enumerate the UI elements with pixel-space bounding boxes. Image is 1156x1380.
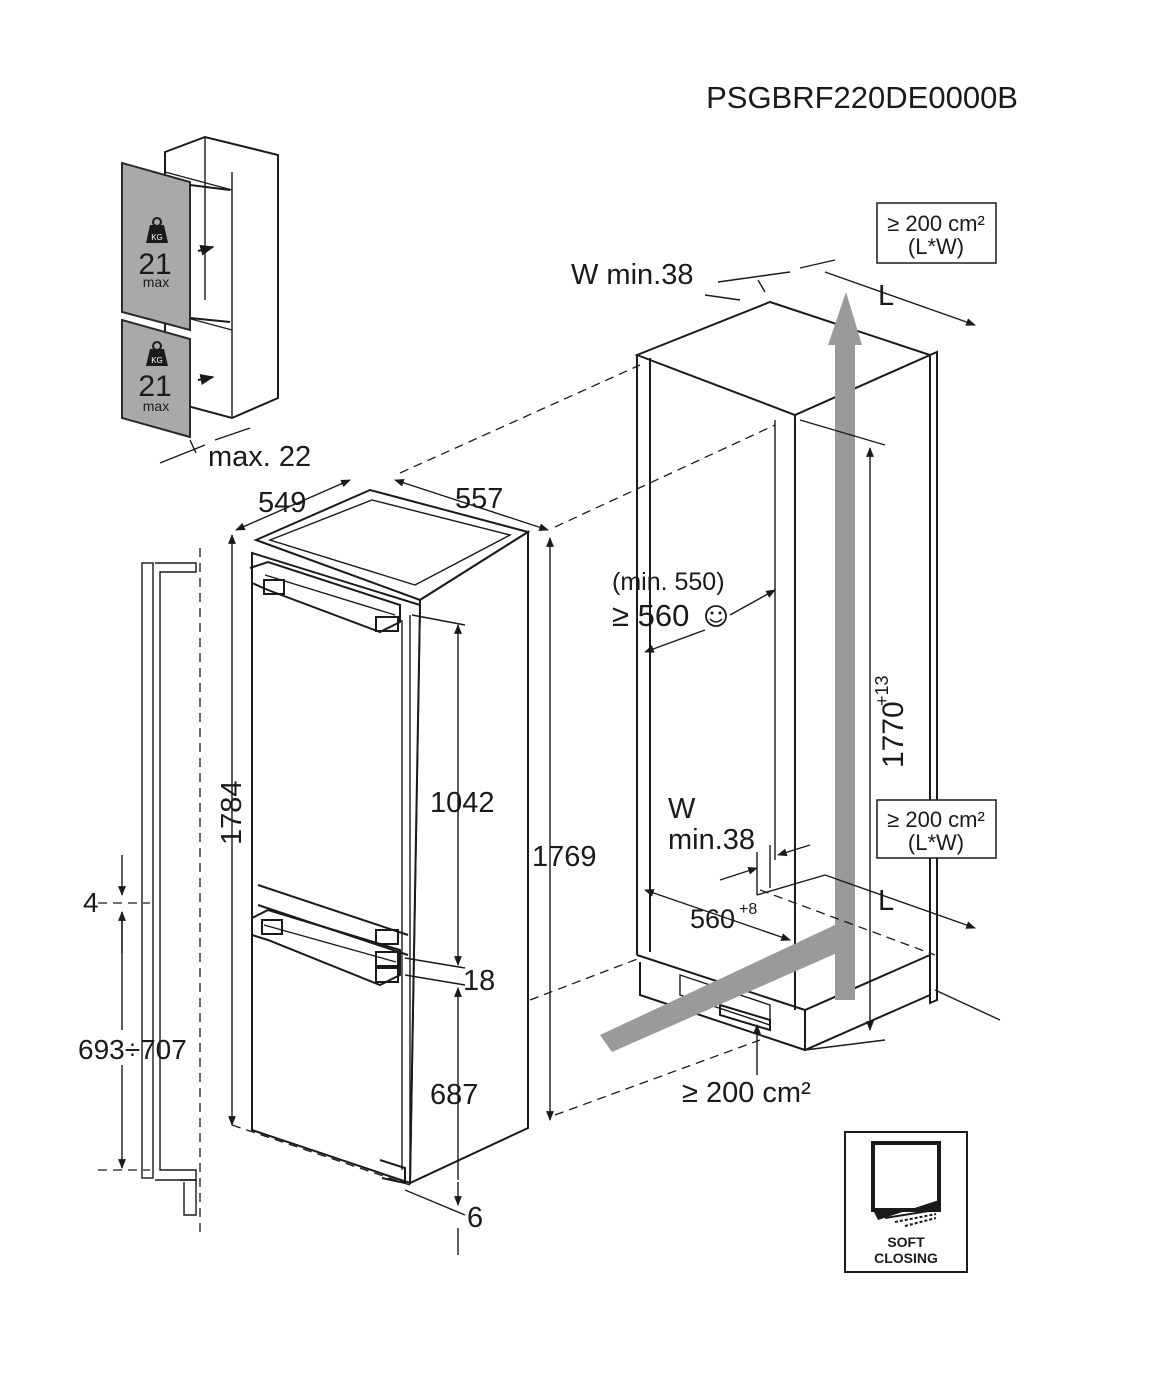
door-fixing-range: 693÷707: [78, 1034, 187, 1065]
smiley-icon: [705, 605, 727, 627]
bottom-gap-dimension: 6: [467, 1202, 483, 1234]
lower-section-dimension: 687: [430, 1079, 478, 1111]
upper-hinge: [249, 560, 401, 634]
bottom-vent-width-w: W: [668, 793, 696, 825]
top-vent-area: ≥ 200 cm²: [887, 211, 985, 236]
depth-dimension: 549: [258, 487, 306, 519]
niche-depth-recommended: ≥ 560: [612, 598, 689, 633]
bottom-vent-length: L: [878, 885, 894, 917]
bottom-hinge: [379, 1159, 406, 1185]
top-vent-formula: (L*W): [908, 234, 964, 259]
body-height-dimension: 1769: [532, 841, 597, 873]
kg-weight-icon: [146, 341, 168, 366]
lower-door-weight-unit: max: [143, 398, 169, 414]
upper-door-panel: [121, 161, 191, 332]
upper-door-weight-value: 21: [138, 248, 171, 281]
soft-closing-line1: SOFT: [887, 1234, 925, 1250]
niche-drawing: W min.38 L ≥ 200 cm² (L*W) (min. 550) ≥ …: [571, 202, 1001, 1109]
width-dimension: 557: [455, 483, 503, 515]
door-fixing-profile: 4 693÷707: [78, 548, 201, 1235]
max-door-depth-label: max. 22: [208, 441, 311, 473]
gap-dimension: 18: [463, 965, 495, 997]
soft-closing-icon: [871, 1141, 941, 1227]
mid-vent-area: ≥ 200 cm²: [887, 807, 985, 832]
niche-depth-minimum: (min. 550): [612, 568, 725, 596]
airflow-arrow: [828, 292, 862, 1000]
middle-hinge: [251, 908, 401, 987]
lower-door-weight-value: 21: [138, 370, 171, 403]
projection-lines: [399, 364, 776, 1116]
door-fixing-offset: 4: [83, 887, 99, 918]
soft-closing-badge: SOFT CLOSING: [844, 1131, 968, 1273]
top-vent-width: W min.38: [571, 259, 693, 291]
niche-width: 560: [690, 904, 735, 934]
mid-vent-area-box: [876, 799, 997, 859]
top-vent-length: L: [878, 280, 894, 312]
soft-closing-line2: CLOSING: [874, 1250, 938, 1266]
niche-width-tolerance: +8: [739, 901, 757, 918]
mid-vent-formula: (L*W): [908, 830, 964, 855]
airflow-inlet: [600, 925, 855, 1052]
niche-height: 1770: [877, 701, 910, 768]
appliance-drawing: 549 557 1784 1769 1042 18 687 6: [216, 479, 597, 1255]
lower-door-panel: [121, 318, 191, 439]
upper-door-weight-badge: KG: [151, 233, 163, 242]
top-vent-area-box: [876, 202, 997, 264]
total-height-dimension: 1784: [216, 780, 248, 845]
upper-section-dimension: 1042: [430, 787, 495, 819]
niche-height-tolerance: +13: [872, 675, 892, 706]
bottom-vent-area: ≥ 200 cm²: [682, 1077, 811, 1109]
door-weight-illustration: KG 21 max KG 21 max max. 22: [121, 135, 311, 473]
upper-door-weight-unit: max: [143, 274, 169, 290]
model-code: PSGBRF220DE0000B: [706, 80, 1018, 115]
bottom-vent-width-min: min.38: [668, 824, 755, 856]
kg-weight-icon: [146, 217, 168, 243]
lower-door-weight-badge: KG: [151, 356, 163, 365]
